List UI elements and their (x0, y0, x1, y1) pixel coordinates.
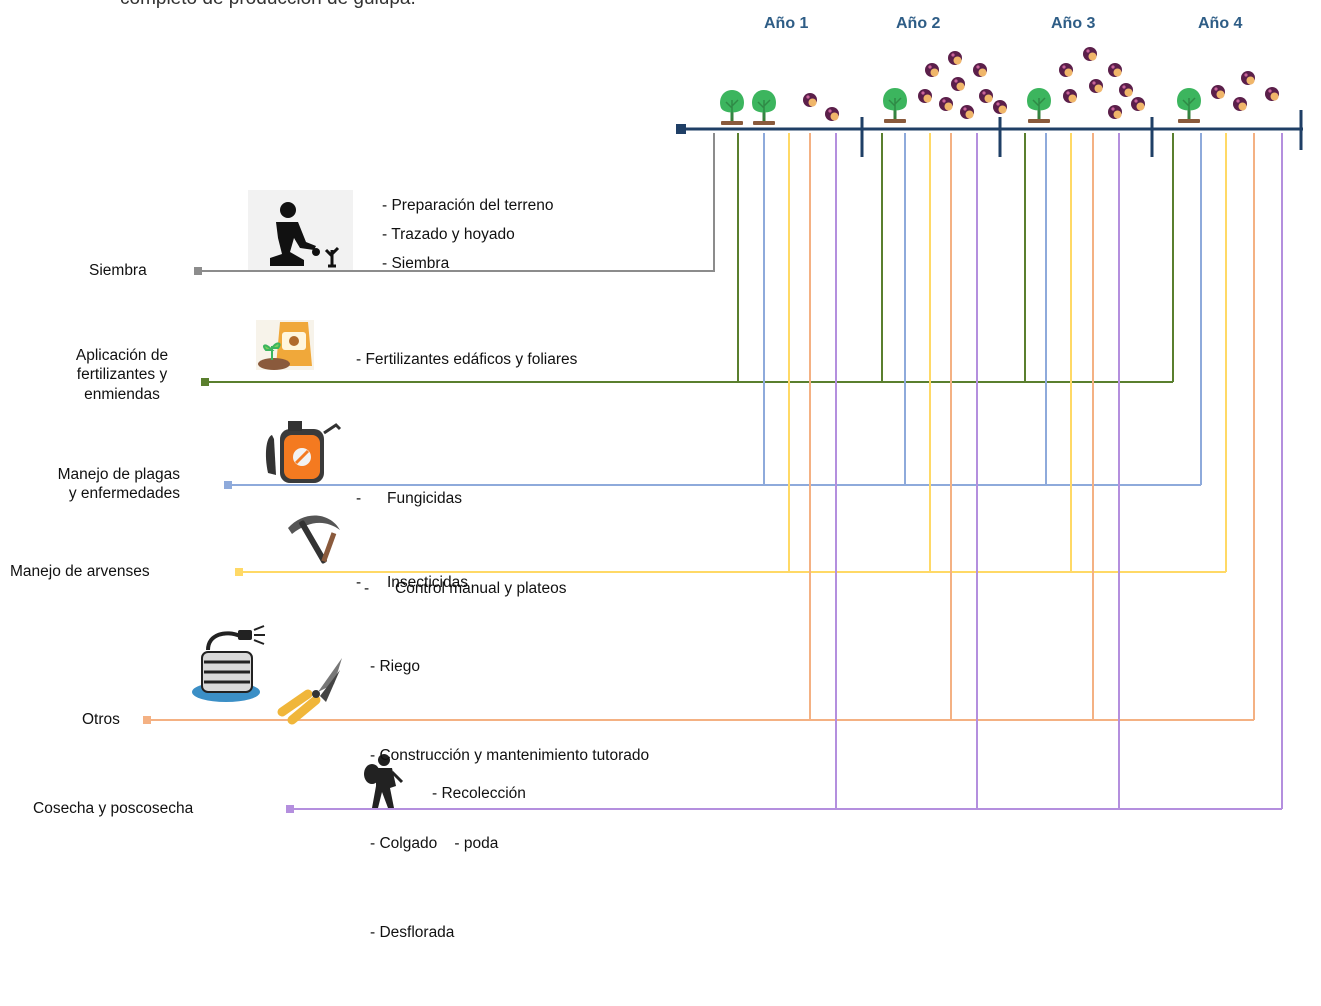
pickaxe-icon (288, 515, 340, 564)
connector-otros (143, 133, 1255, 724)
intro-text: completo de producción de gulupa. (120, 0, 416, 10)
connector-siembra (194, 133, 715, 275)
year-label-1: Año 1 (764, 15, 809, 32)
activity-label-arvenses: Manejo de arvenses (10, 563, 150, 580)
connector-lines (143, 47, 1303, 813)
timeline-axis (676, 110, 1303, 157)
pruning-shears-icon (277, 658, 342, 725)
activity-label-plagas: Manejo de plagas y enfermedades (57, 466, 180, 503)
connector-plagas (224, 133, 1202, 489)
task-list-siembra: - Preparación del terreno - Trazado y ho… (382, 191, 553, 278)
year-label-4: Año 4 (1198, 15, 1243, 32)
task-list-arvenses: - Control manual y plateos (364, 540, 566, 637)
sprayer-icon (265, 421, 342, 483)
hose-reel-icon (192, 625, 265, 702)
task-item: - Fertilizantes edáficos y foliares (356, 351, 578, 368)
task-item: - Siembra (382, 255, 450, 272)
task-list-cosecha: - Recolección (432, 784, 526, 803)
connector-arvenses (235, 133, 1227, 576)
task-item: - Construcción y mantenimiento tutorado (370, 746, 650, 764)
task-item: - Trazado y hoyado (382, 226, 515, 243)
task-item: - Riego (370, 658, 420, 675)
year-label-3: Año 3 (1051, 15, 1096, 32)
task-item: - Desflorada (370, 923, 455, 941)
task-list-fertilizantes: - Fertilizantes edáficos y foliares (356, 350, 577, 369)
connector-cosecha (286, 133, 1283, 813)
activity-label-otros: Otros (82, 711, 120, 728)
task-item: - Recolección (432, 785, 526, 802)
year-label-2: Año 2 (896, 15, 941, 32)
fertilizer-bag-icon (256, 320, 314, 370)
task-item: - Fungicidas (356, 490, 462, 507)
production-timeline-diagram: completo de producción de gulupa. (10, 0, 1303, 941)
activity-label-siembra: Siembra (89, 262, 147, 279)
task-item: - Insecticidas (356, 574, 468, 591)
activity-label-cosecha: Cosecha y poscosecha (33, 800, 194, 817)
task-item: - Preparación del terreno (382, 197, 554, 214)
task-item: - Colgado - poda (370, 835, 499, 852)
task-item: - Control manual y plateos (364, 579, 567, 597)
activity-label-fertilizantes: Aplicación de fertilizantes y enmiendas (75, 347, 169, 403)
person-planting-icon (248, 190, 353, 270)
connector-fertilizantes (201, 133, 1174, 386)
task-list-plagas: - Fungicidas - Insecticidas (356, 429, 468, 653)
harvester-icon (364, 754, 404, 808)
